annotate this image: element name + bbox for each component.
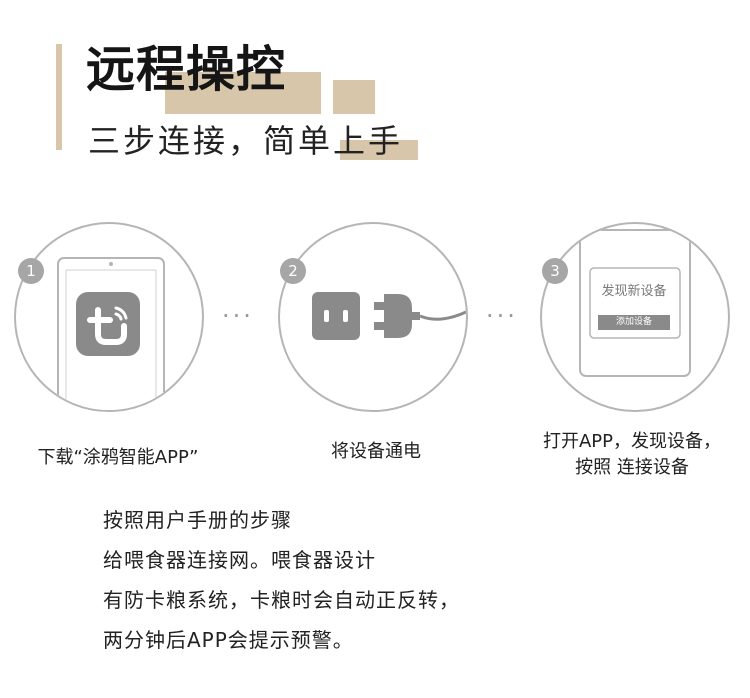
page-title: 远程操控 bbox=[86, 41, 287, 98]
description-line-2: 给喂食器连接网。喂食器设计 bbox=[103, 548, 376, 572]
description-line-3: 有防卡粮系统，卡粮时会自动正反转， bbox=[103, 588, 460, 612]
step-separator-1: ··· bbox=[222, 302, 254, 330]
step-3-badge: 3 bbox=[542, 258, 568, 284]
add-device-button: 添加设备 bbox=[598, 315, 670, 330]
subtitle-highlight bbox=[340, 140, 418, 160]
accent-bar bbox=[56, 44, 62, 150]
page-subtitle: 三步连接，简单上手 bbox=[88, 122, 404, 160]
description-line-4: 两分钟后APP会提示预警。 bbox=[103, 628, 354, 652]
discover-device-title: 发现新设备 bbox=[601, 284, 667, 299]
step-3-caption-line1: 打开APP，发现设备， bbox=[542, 431, 722, 452]
step-1-badge: 1 bbox=[18, 258, 44, 284]
step-1-caption: 下载“涂鸦智能APP” bbox=[37, 447, 199, 468]
step-3-caption-line2: 按照 连接设备 bbox=[575, 457, 689, 478]
step-separator-2: ··· bbox=[486, 302, 518, 330]
plug-icon bbox=[312, 292, 466, 340]
step-2-badge: 2 bbox=[280, 258, 306, 284]
step-2-circle bbox=[278, 222, 468, 412]
title-highlight bbox=[165, 72, 321, 114]
description-line-1: 按照用户手册的步骤 bbox=[103, 508, 292, 532]
step-2-caption: 将设备通电 bbox=[331, 441, 421, 462]
tuya-app-icon bbox=[76, 292, 140, 356]
title-highlight-square bbox=[333, 80, 375, 114]
